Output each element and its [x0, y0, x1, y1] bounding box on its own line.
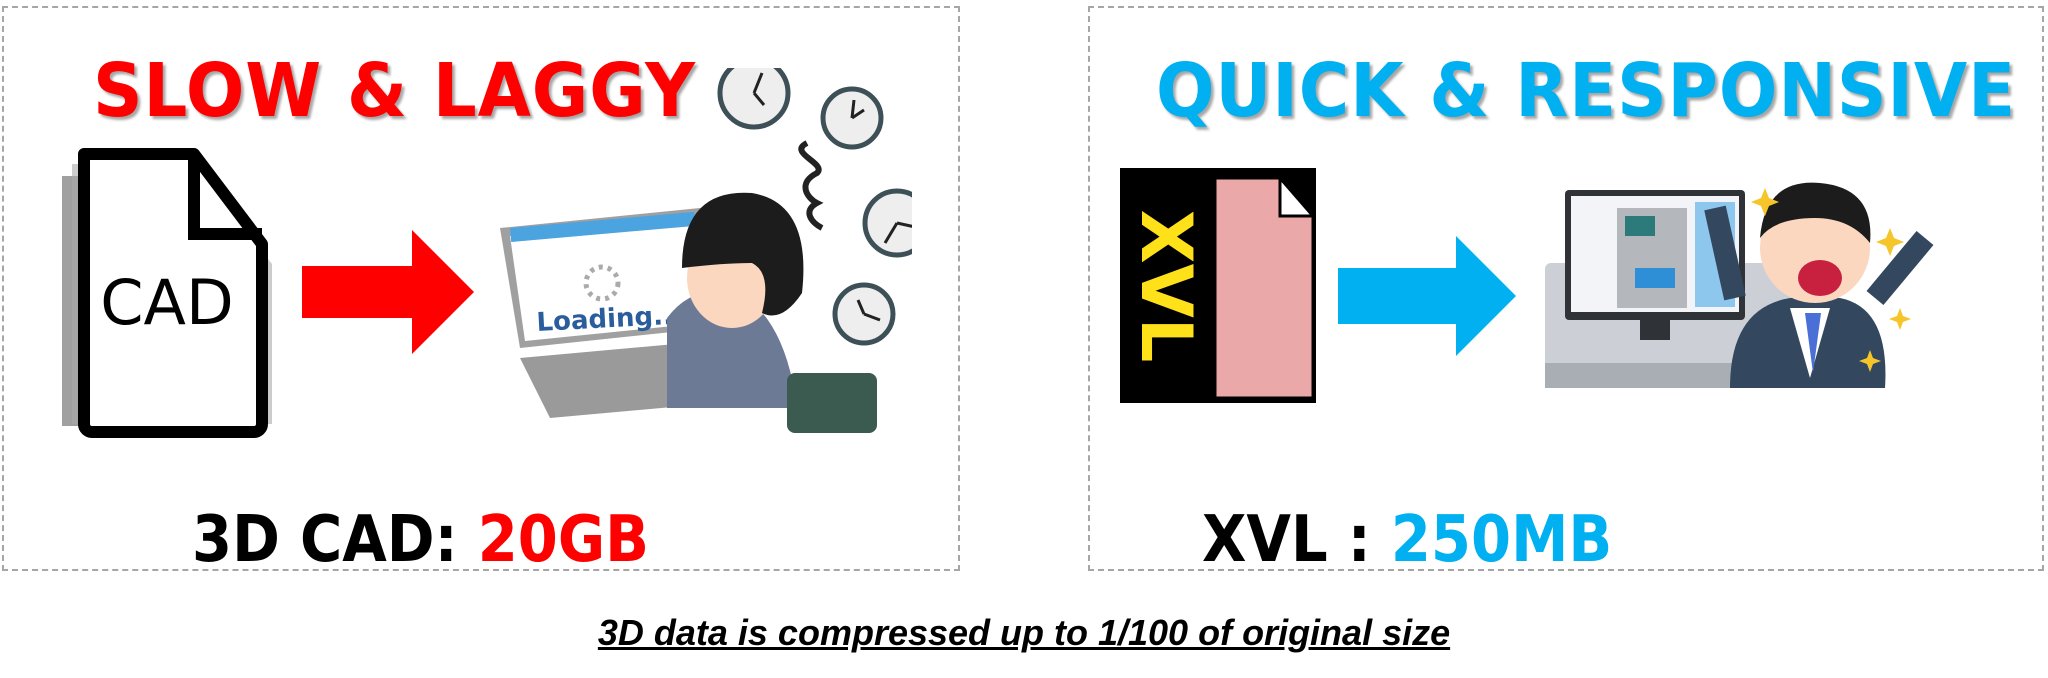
- blue-arrow-icon: [1338, 236, 1516, 356]
- sparkle-icon: [1751, 188, 1911, 372]
- compression-caption: 3D data is compressed up to 1/100 of ori…: [597, 612, 1451, 653]
- happy-user-illustration: [1545, 182, 1934, 388]
- red-arrow-icon: [302, 230, 474, 354]
- xvl-size: XVL : 250MB: [1202, 503, 1612, 577]
- cad-file-icon: CAD: [62, 148, 272, 438]
- xvl-size-label: XVL :: [1202, 503, 1371, 577]
- cad-size-value: 20GB: [477, 503, 650, 577]
- cad-size-label: 3D CAD:: [192, 503, 458, 577]
- slow-title: SLOW & LAGGY: [93, 48, 696, 134]
- xvl-file-label: XVL: [1125, 210, 1207, 363]
- dizzy-icon: [798, 140, 824, 231]
- slow-panel: SLOW & LAGGY CAD Loading...: [2, 6, 960, 577]
- cad-file-label: CAD: [100, 266, 233, 339]
- waiting-user-illustration: Loading...: [500, 68, 912, 433]
- clock-icon: [717, 68, 912, 346]
- quick-panel: QUICK & RESPONSIVE XVL X: [1088, 6, 2044, 577]
- xvl-size-value: 250MB: [1390, 503, 1613, 577]
- cad-size: 3D CAD: 20GB: [192, 503, 649, 577]
- xvl-file-icon: XVL: [1120, 168, 1317, 403]
- quick-title: QUICK & RESPONSIVE: [1156, 48, 2017, 134]
